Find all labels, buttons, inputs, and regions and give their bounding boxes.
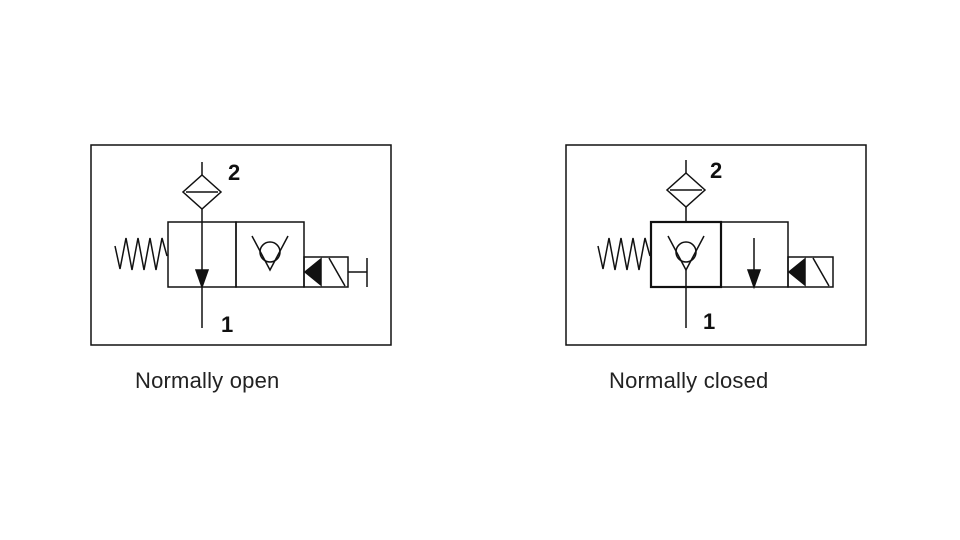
- port-label-1-closed: 1: [703, 309, 715, 334]
- port-label-2-closed: 2: [710, 158, 722, 183]
- flow-arrow-icon: [746, 269, 762, 290]
- check-valve-seat: [667, 235, 705, 272]
- port-label-1-open: 1: [221, 312, 233, 337]
- port-label-2-open: 2: [228, 160, 240, 185]
- solenoid-triangle-icon: [787, 257, 806, 287]
- caption-normally-open: Normally open: [135, 368, 280, 393]
- flow-arrow-icon: [194, 269, 210, 290]
- check-valve-seat: [251, 235, 289, 272]
- solenoid-diagonal: [812, 257, 830, 287]
- spring: [597, 237, 651, 271]
- check-valve-ball: [675, 241, 697, 263]
- solenoid-triangle-icon: [303, 257, 322, 287]
- frame-normally-open: [90, 144, 392, 346]
- valve-box-check: [235, 221, 305, 288]
- spring: [114, 237, 168, 271]
- check-valve-ball: [259, 241, 281, 263]
- solenoid-diagonal: [328, 257, 346, 287]
- caption-normally-closed: Normally closed: [609, 368, 769, 393]
- valve-normally-open: [90, 144, 392, 346]
- valve-normally-closed: [565, 144, 867, 346]
- frame-normally-closed: [565, 144, 867, 346]
